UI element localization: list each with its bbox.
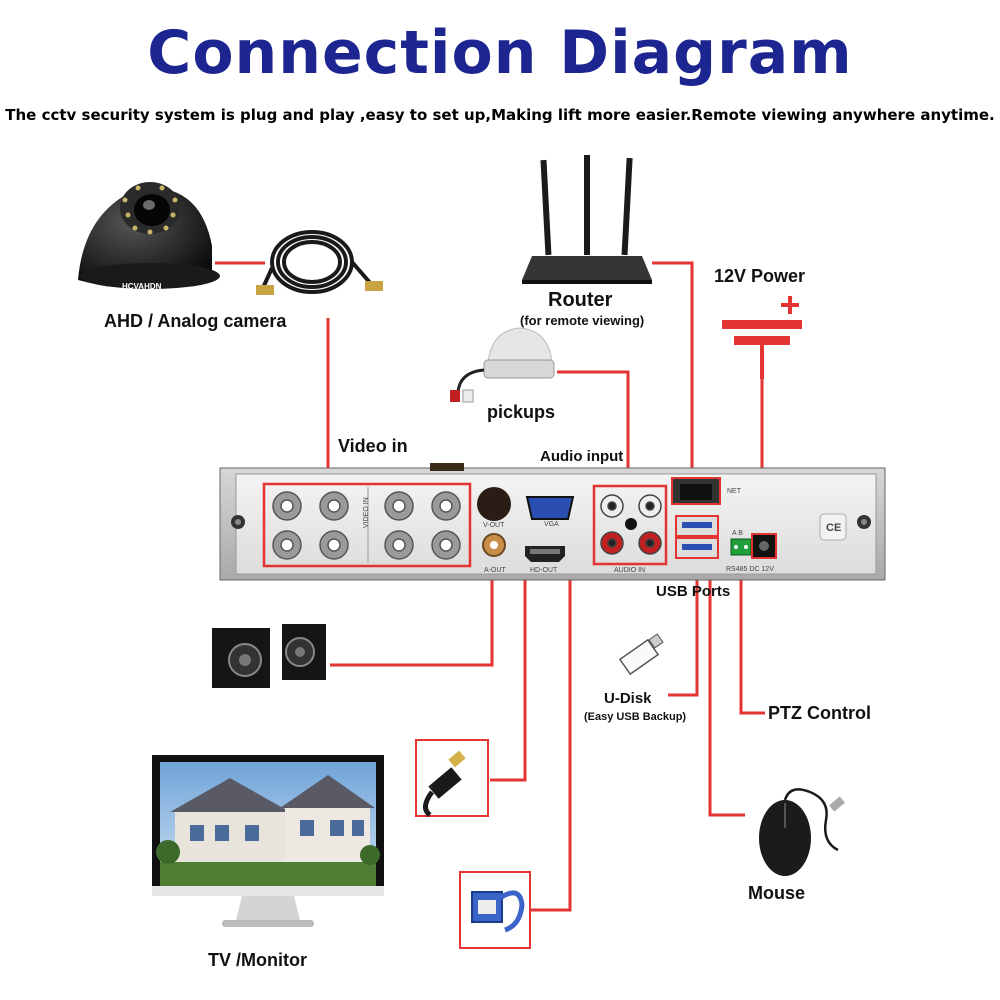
panel-aout-text: A-OUT: [484, 567, 506, 574]
panel-ab-text: A B: [732, 530, 743, 537]
dvr-back-panel: [219, 463, 886, 581]
connection-lines: [215, 261, 765, 912]
router-label: Router: [548, 289, 613, 311]
video-in-label: Video in: [338, 436, 408, 456]
panel-hdout-text: HD-OUT: [530, 567, 558, 574]
panel-vout-text: V-OUT: [483, 522, 505, 529]
speakers-illustration: [212, 624, 326, 688]
usb-ports-label: USB Ports: [656, 583, 731, 600]
vga-cable-box: [459, 871, 531, 949]
page-title: Connection Diagram: [147, 18, 853, 88]
panel-audio-in-text: AUDIO IN: [614, 567, 646, 574]
page-subtitle: The cctv security system is plug and pla…: [5, 106, 995, 124]
tv-monitor-illustration: [152, 755, 384, 927]
bnc-plug: [365, 281, 383, 291]
udisk-sub-label: (Easy USB Backup): [584, 711, 687, 723]
microphone-illustration: [450, 327, 555, 403]
camera-label: AHD / Analog camera: [104, 311, 287, 331]
audio-input-label: Audio input: [540, 448, 624, 465]
bnc-plug: [256, 285, 274, 295]
pickups-label: pickups: [487, 402, 556, 422]
camera-brand-label: HCVAHDN: [122, 282, 162, 291]
bnc-connectors: [272, 491, 461, 560]
usb-disk-illustration: [618, 633, 664, 676]
tv-label: TV /Monitor: [208, 950, 307, 970]
panel-video-in-text: VIDEO IN: [363, 497, 370, 528]
ptz-label: PTZ Control: [768, 703, 871, 723]
mouse-label: Mouse: [748, 883, 806, 903]
router-sub-label: (for remote viewing): [520, 313, 645, 328]
panel-rs485-text: RS485 DC 12V: [726, 566, 774, 573]
router-illustration: [522, 155, 652, 284]
camera-dome-illustration: [78, 182, 220, 289]
panel-vga-text: VGA: [544, 521, 559, 528]
hdmi-cable-box: [415, 739, 489, 818]
udisk-label: U-Disk: [604, 690, 652, 707]
bnc-cable-illustration: [260, 230, 374, 294]
panel-net-text: NET: [727, 488, 741, 495]
mouse-illustration: [745, 784, 855, 876]
panel-ce-text: CE: [826, 522, 842, 534]
power-symbol: [722, 296, 802, 379]
power-label: 12V Power: [714, 266, 806, 286]
